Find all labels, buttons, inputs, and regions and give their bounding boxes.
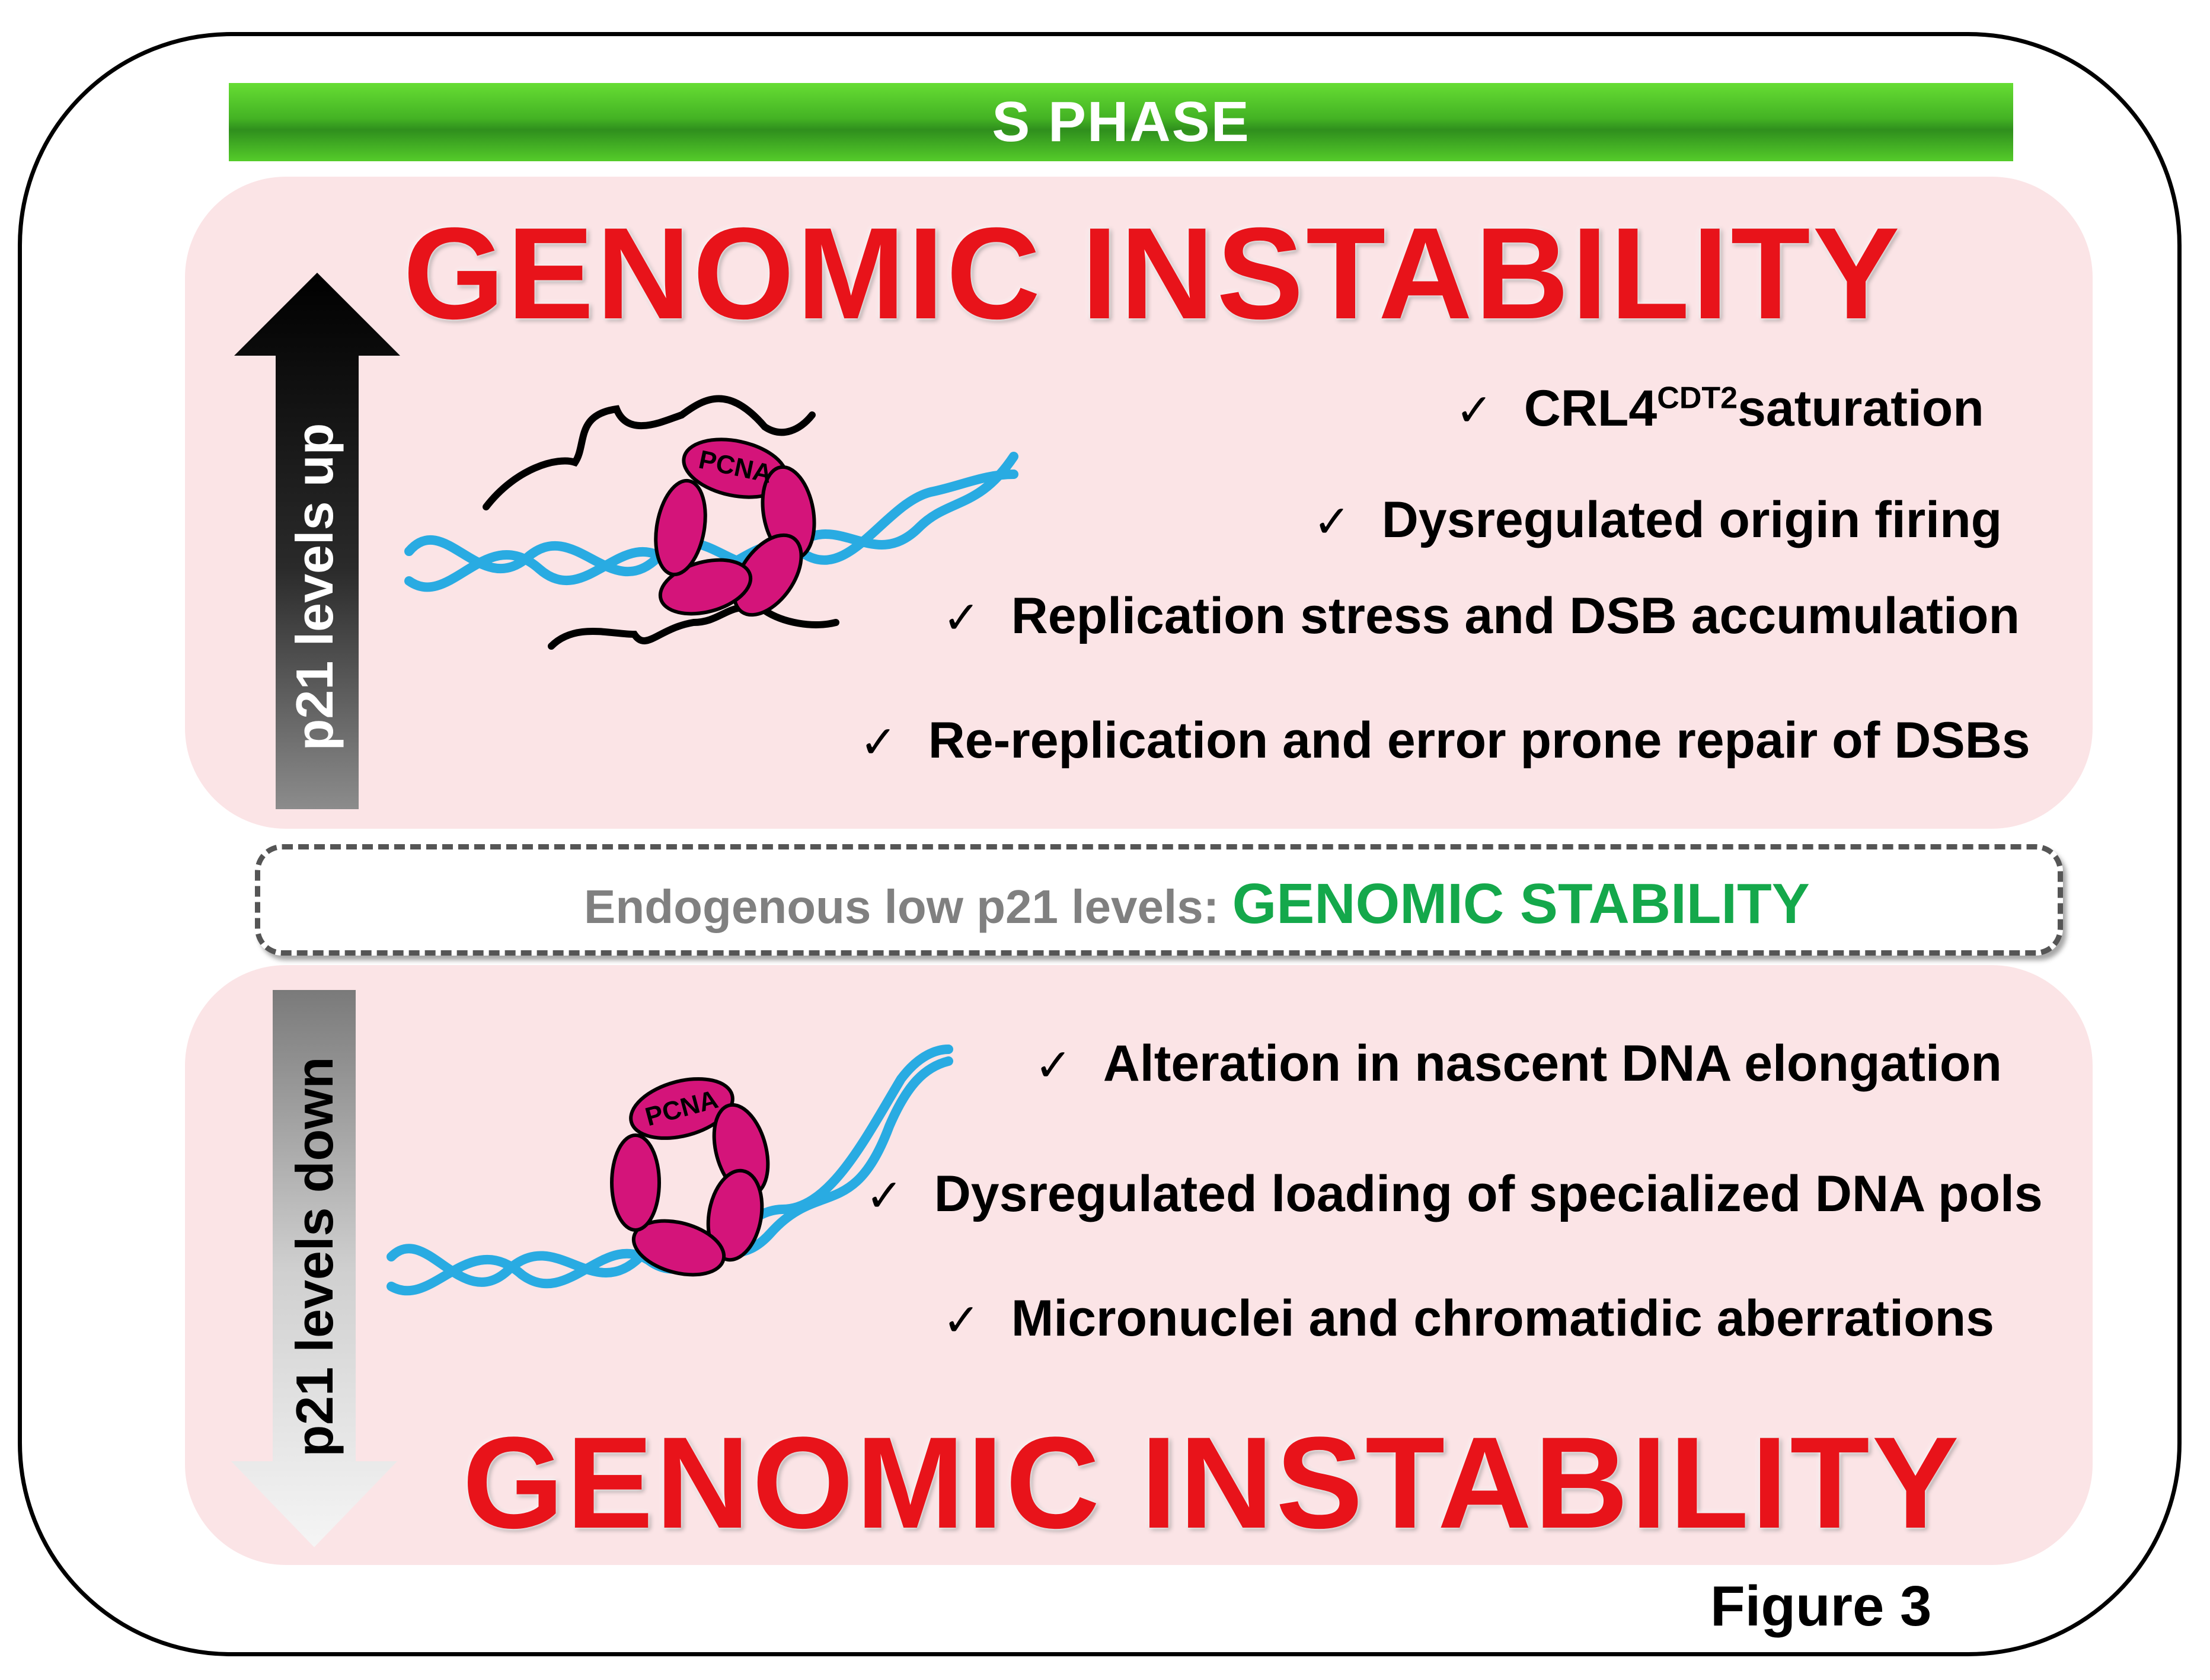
check-icon: ✓ [1455,384,1493,436]
check-icon: ✓ [943,591,981,644]
bottom-bullet-1: ✓Alteration in nascent DNA elongation [1034,1035,2002,1092]
check-icon: ✓ [943,1293,981,1346]
top-headline: GENOMIC INSTABILITY [403,200,1902,346]
check-icon: ✓ [860,716,898,768]
stability-prefix: Endogenous low p21 levels: [584,880,1232,933]
bottom-bullet-3: ✓Micronuclei and chromatidic aberrations [943,1290,1994,1347]
top-bullet-4: ✓Re-replication and error prone repair o… [860,712,2030,769]
phase-label: S PHASE [992,90,1250,154]
top-bullet-2: ✓Dysregulated origin firing [1313,491,2003,548]
up-arrow-label: p21 levels up [285,423,344,751]
figure-label: Figure 3 [1710,1574,1932,1638]
up-arrow-icon [234,273,400,809]
phase-banner: S PHASE [229,83,2013,161]
down-arrow-icon [231,990,397,1547]
bottom-bullet-2: ✓Dysregulated loading of specialized DNA… [866,1165,2043,1222]
check-icon: ✓ [1034,1039,1072,1091]
stability-emphasis: GENOMIC STABILITY [1232,872,1810,935]
dna-pcna-top-diagram: PCNA [404,395,1018,650]
check-icon: ✓ [866,1169,903,1222]
stability-line: Endogenous low p21 levels: GENOMIC STABI… [584,871,1810,937]
top-bullet-1: ✓CRL4CDT2saturation [1455,380,1984,437]
top-panel [185,177,2093,829]
bottom-headline: GENOMIC INSTABILITY [462,1410,1962,1556]
check-icon: ✓ [1313,495,1351,548]
top-bullet-3: ✓Replication stress and DSB accumulation [943,587,2020,644]
down-arrow-label: p21 levels down [285,1056,344,1457]
dna-pcna-bottom-diagram: PCNA [387,1045,953,1296]
stability-box [255,844,2063,956]
